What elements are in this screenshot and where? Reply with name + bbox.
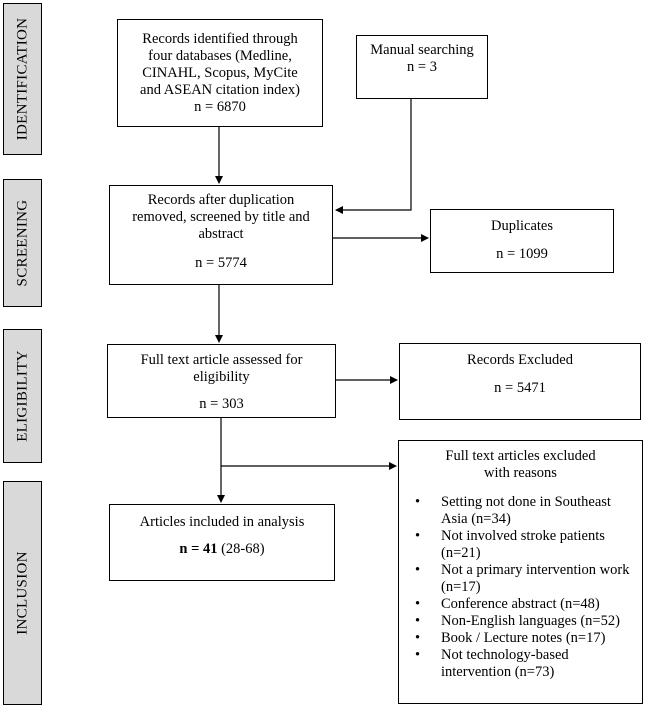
articles-included-count: n = 41 (28-68) bbox=[110, 541, 334, 558]
records-identified-line: Records identified through bbox=[142, 31, 298, 47]
phase-identification: IDENTIFICATION bbox=[3, 3, 42, 155]
arrow-manual-to-screened bbox=[335, 99, 412, 214]
exclusion-reason: Non-English languages (n=52) bbox=[399, 613, 642, 630]
records-screened-line: Records after duplication bbox=[147, 192, 295, 208]
duplicates-count: n = 1099 bbox=[496, 246, 548, 262]
exclusion-reason: Book / Lecture notes (n=17) bbox=[399, 630, 642, 647]
articles-included-box: Articles included in analysis n = 41 (28… bbox=[109, 504, 335, 581]
manual-searching-count: n = 3 bbox=[407, 59, 437, 75]
fulltext-excluded-box: Full text articles excluded with reasons… bbox=[398, 440, 643, 704]
exclusion-reasons-list: Setting not done in Southeast Asia (n=34… bbox=[399, 494, 642, 681]
fulltext-assessed-line: eligibility bbox=[193, 369, 250, 385]
articles-included-label: Articles included in analysis bbox=[139, 514, 305, 530]
articles-included-range: (28-68) bbox=[217, 541, 265, 557]
records-screened-line: removed, screened by title and bbox=[132, 209, 310, 225]
exclusion-reason: Setting not done in Southeast Asia (n=34… bbox=[399, 494, 642, 528]
phase-inclusion: INCLUSION bbox=[3, 481, 42, 705]
duplicates-label: Duplicates bbox=[490, 218, 553, 234]
duplicates-box: Duplicates n = 1099 bbox=[430, 209, 614, 273]
records-screened-count: n = 5774 bbox=[195, 255, 247, 271]
records-excluded-box: Records Excluded n = 5471 bbox=[399, 343, 641, 420]
records-identified-box: Records identified through four database… bbox=[117, 19, 323, 127]
records-screened-line: abstract bbox=[198, 226, 244, 242]
exclusion-reason: Not technology-based intervention (n=73) bbox=[399, 647, 642, 681]
manual-searching-label: Manual searching bbox=[370, 42, 474, 58]
exclusion-reason: Not a primary intervention work (n=17) bbox=[399, 562, 642, 596]
records-identified-line: and ASEAN citation index) bbox=[140, 82, 300, 98]
articles-included-n: n = 41 bbox=[179, 541, 218, 557]
fulltext-assessed-box: Full text article assessed for eligibili… bbox=[107, 344, 336, 418]
records-identified-count: n = 6870 bbox=[194, 99, 246, 115]
records-excluded-label: Records Excluded bbox=[467, 352, 573, 368]
records-identified-line: CINAHL, Scopus, MyCite bbox=[142, 65, 298, 81]
fulltext-assessed-count: n = 303 bbox=[199, 396, 244, 412]
fulltext-excluded-title: Full text articles excluded with reasons bbox=[445, 448, 596, 481]
records-excluded-count: n = 5471 bbox=[494, 380, 546, 396]
fulltext-assessed-line: Full text article assessed for bbox=[140, 352, 303, 368]
phase-eligibility: ELIGIBILITY bbox=[3, 329, 42, 463]
phase-screening: SCREENING bbox=[3, 179, 42, 307]
manual-searching-box: Manual searching n = 3 bbox=[356, 35, 488, 99]
exclusion-reason: Not involved stroke patients (n=21) bbox=[399, 528, 642, 562]
records-identified-line: four databases (Medline, bbox=[148, 48, 292, 64]
exclusion-reason: Conference abstract (n=48) bbox=[399, 596, 642, 613]
records-screened-box: Records after duplication removed, scree… bbox=[109, 185, 333, 285]
